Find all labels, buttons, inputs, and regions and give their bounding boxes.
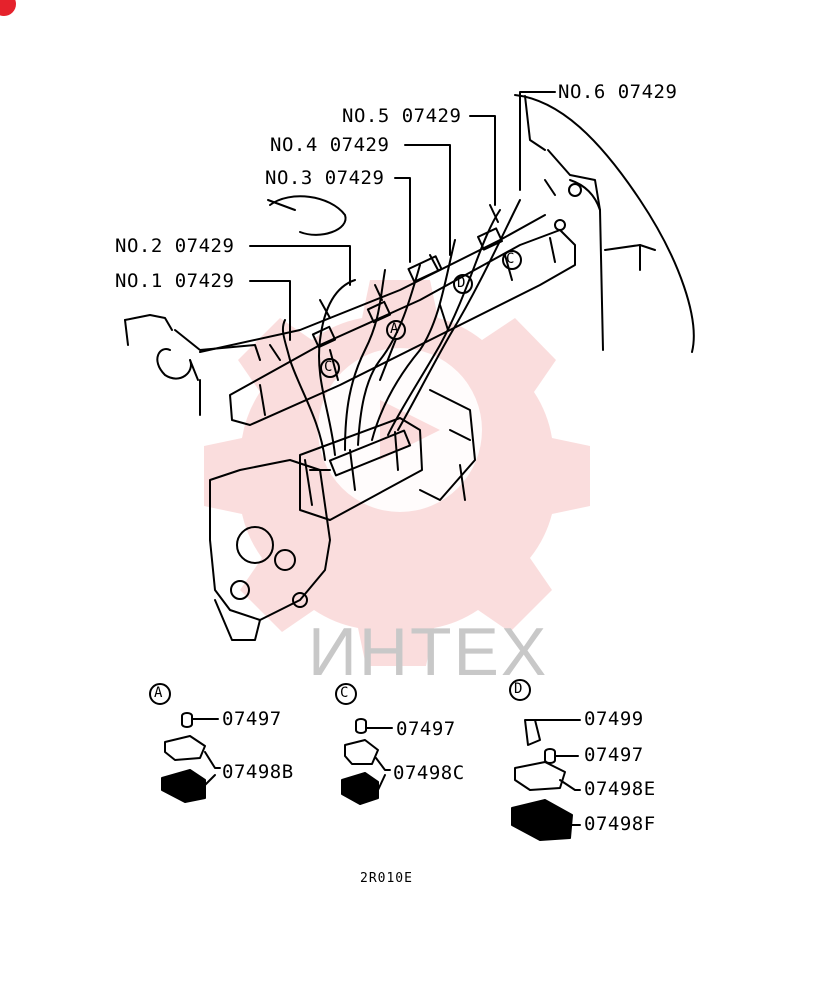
pipe-label-no6: NO.6 07429 xyxy=(558,81,678,103)
detail-d-part-1: 07499 xyxy=(584,708,644,730)
detail-d-part-2: 07497 xyxy=(584,744,644,766)
detail-d-part-3: 07498E xyxy=(584,778,656,800)
callout-a: A xyxy=(390,321,399,337)
callout-c-left: C xyxy=(324,359,333,375)
pipe-label-no3: NO.3 07429 xyxy=(265,167,385,189)
detail-a-part-1: 07497 xyxy=(222,708,282,730)
pipe-label-no5: NO.5 07429 xyxy=(342,105,462,127)
detail-a-letter: A xyxy=(154,685,163,701)
drawing-code: 2R010E xyxy=(360,871,413,886)
watermark-text: ИНТЕХ xyxy=(308,614,549,690)
detail-c-part-2: 07498C xyxy=(393,762,465,784)
detail-c-part-1: 07497 xyxy=(396,718,456,740)
callout-c-right: C xyxy=(506,251,515,267)
brand-corner-badge xyxy=(0,0,16,16)
pipe-label-no1: NO.1 07429 xyxy=(115,270,235,292)
callout-d: D xyxy=(457,275,466,291)
pipe-label-no2: NO.2 07429 xyxy=(115,235,235,257)
detail-d-part-4: 07498F xyxy=(584,813,656,835)
detail-c-letter: C xyxy=(340,685,349,701)
detail-d-letter: D xyxy=(514,681,523,697)
detail-a-part-2: 07498B xyxy=(222,761,294,783)
pipe-label-no4: NO.4 07429 xyxy=(270,134,390,156)
